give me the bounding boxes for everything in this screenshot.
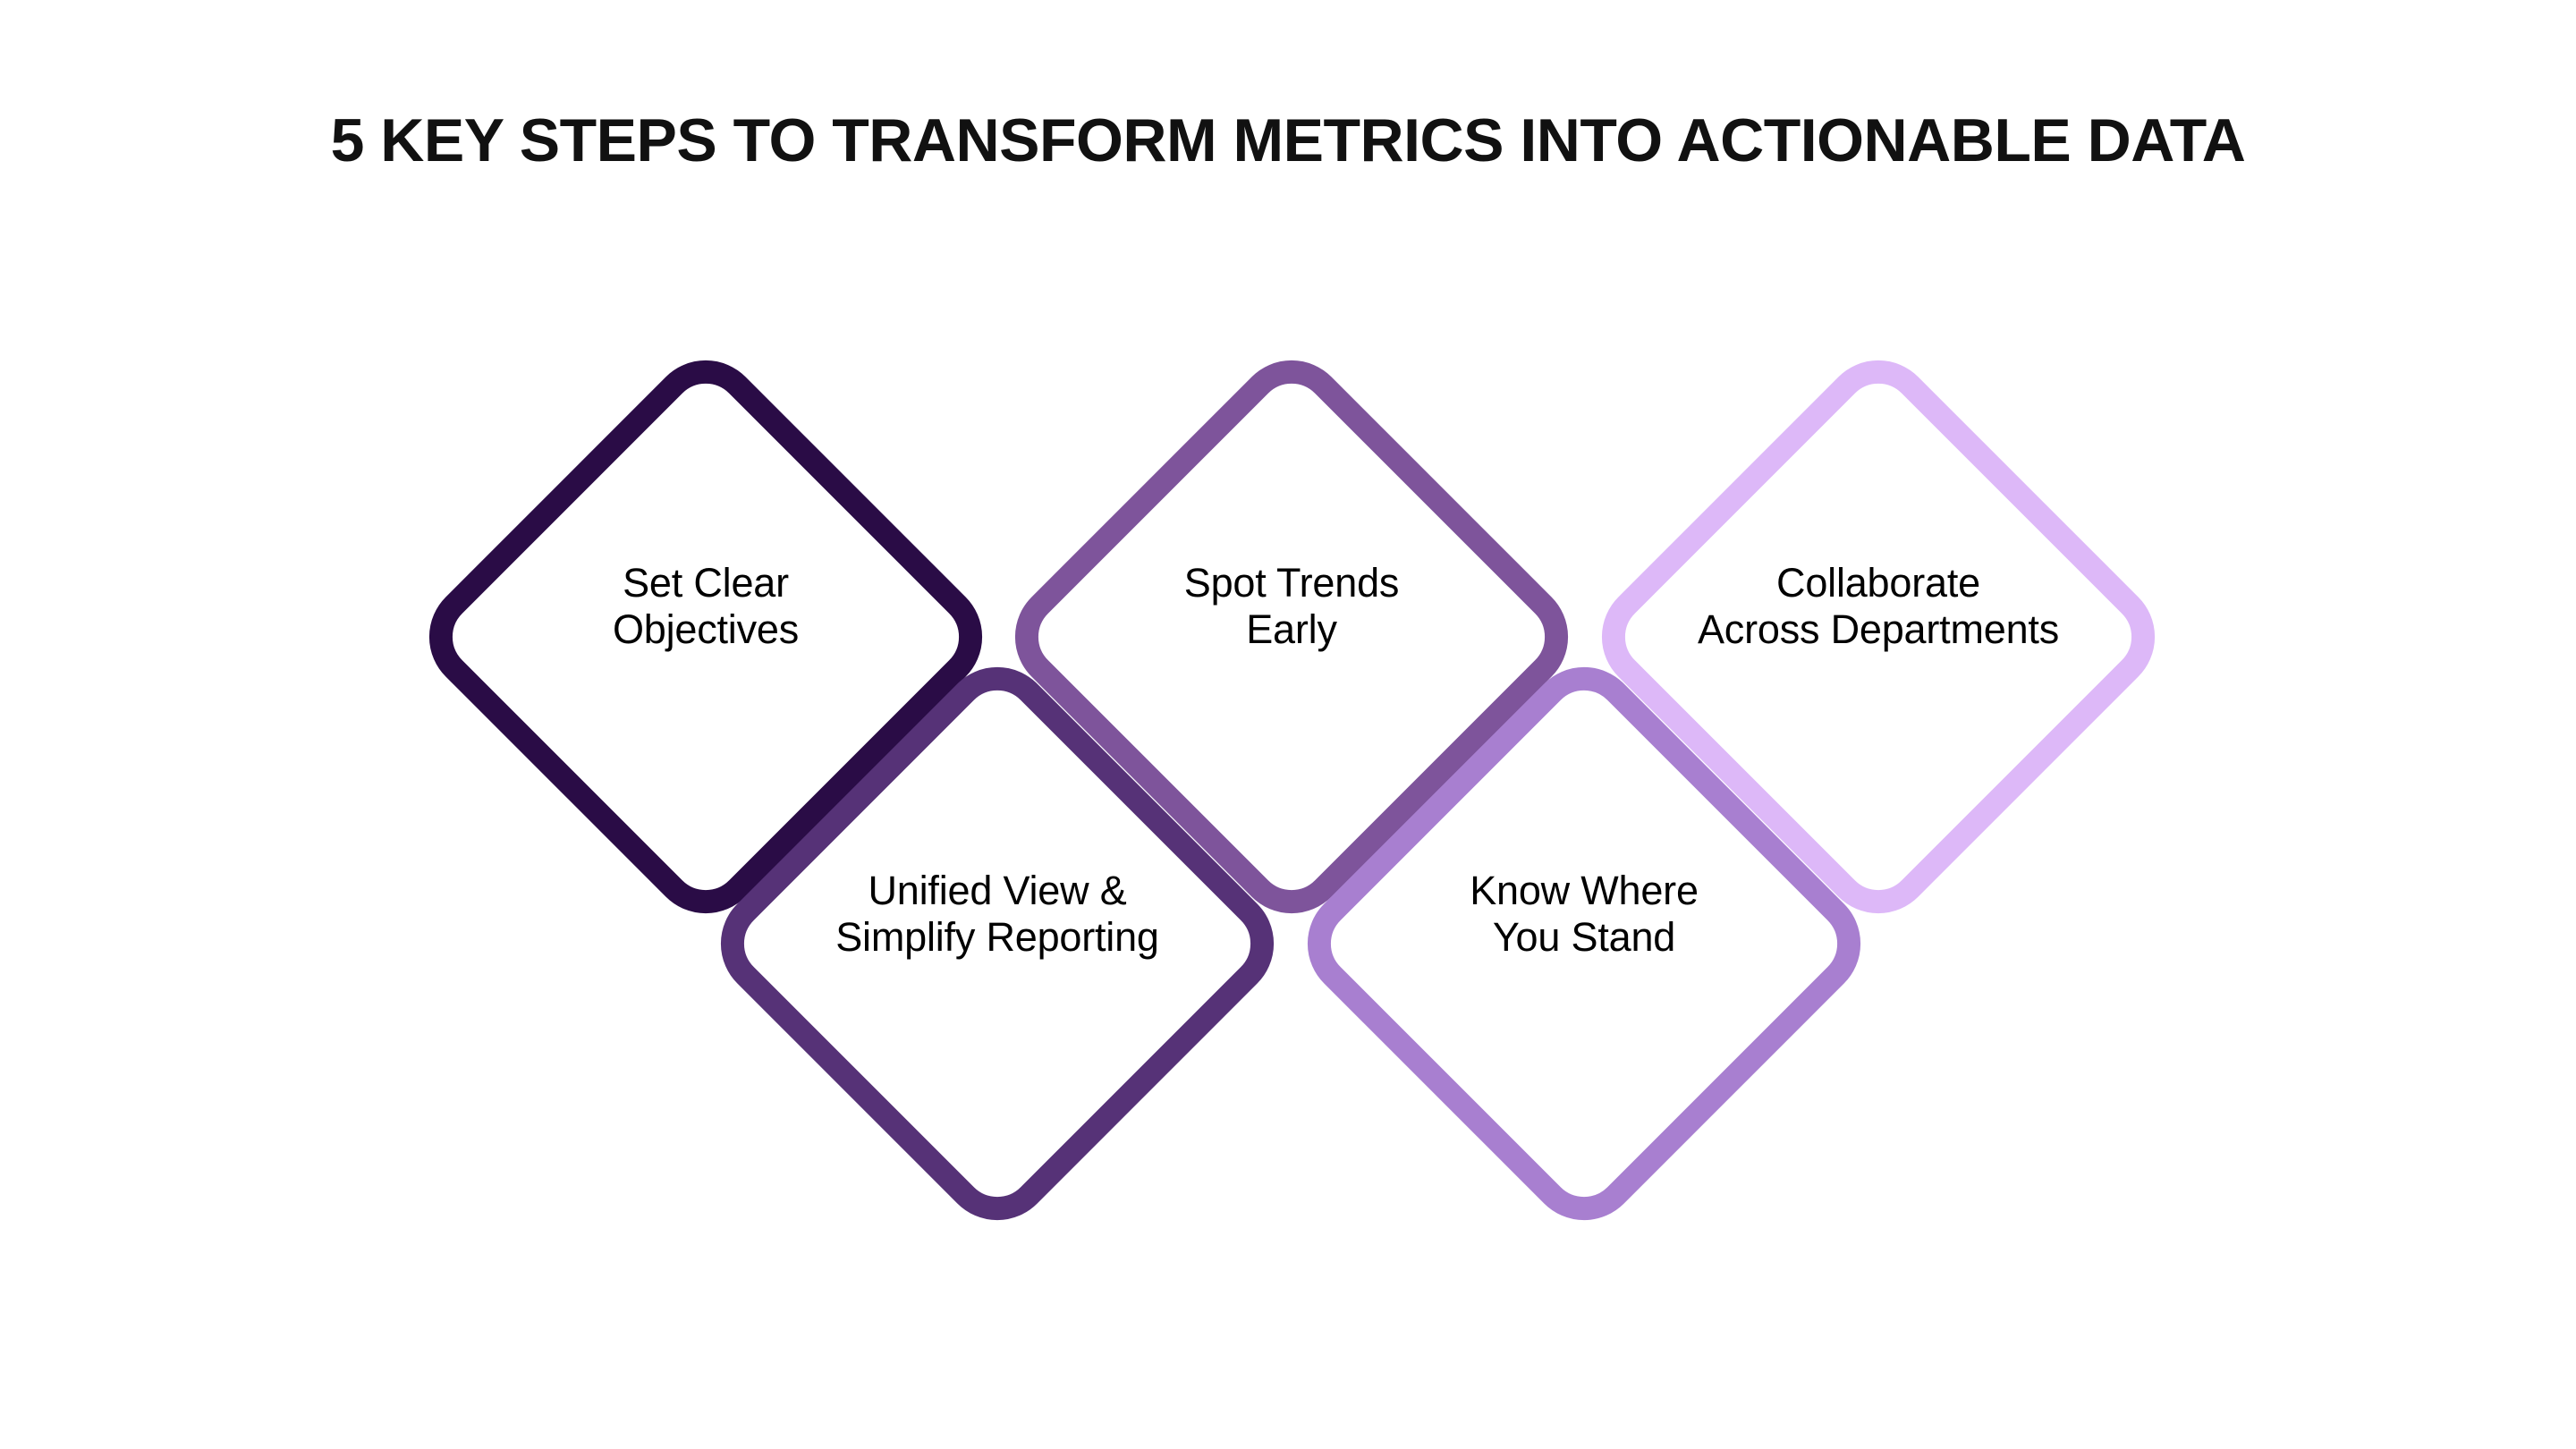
diamond-step-3-outline [1601, 360, 2156, 914]
diamond-step-2-outline [1014, 360, 1569, 914]
diamond-step-3[interactable] [1595, 353, 2162, 920]
diamond-step-5[interactable] [1301, 660, 1868, 1227]
diamond-step-1-label: Set Clear Objectives [612, 560, 800, 653]
diamond-step-1-outline [428, 360, 983, 914]
diamond-step-4-outline [720, 666, 1275, 1221]
page-title: 5 KEY STEPS TO TRANSFORM METRICS INTO AC… [330, 106, 2246, 174]
diamond-step-2[interactable] [1008, 353, 1575, 920]
diamond-step-3-label: Collaborate Across Departments [1697, 560, 2060, 653]
diamond-step-5-label: Know Where You Stand [1470, 868, 1699, 961]
diamond-step-2-label: Spot Trends Early [1183, 560, 1400, 653]
diamond-step-5-outline [1307, 666, 1861, 1221]
diamond-step-4[interactable] [714, 660, 1281, 1227]
diamond-step-4-label: Unified View & Simplify Reporting [835, 868, 1159, 961]
diamond-step-1[interactable] [422, 353, 989, 920]
